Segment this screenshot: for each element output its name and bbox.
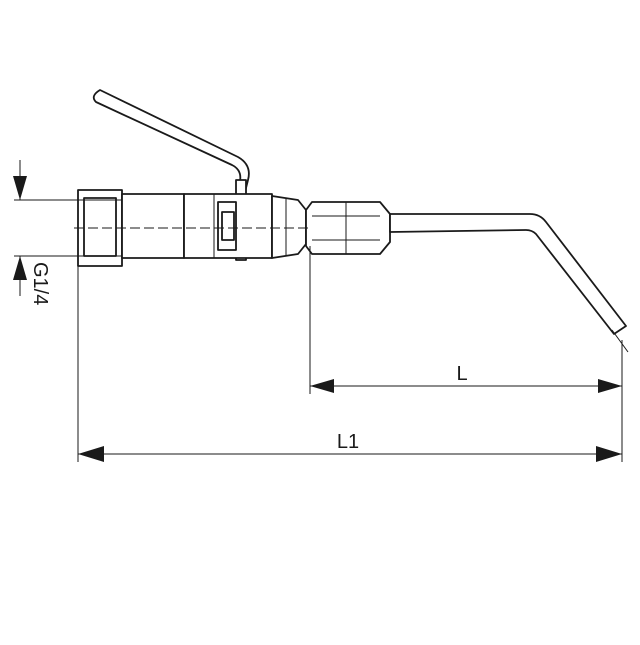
length-dimension: L [310,363,622,393]
bent-tube [389,213,629,353]
arrow-left-icon [310,379,334,393]
arrow-up-icon [13,256,27,280]
valve-body [121,193,273,259]
length-label: L [456,363,467,385]
hex-nut-right [305,201,391,255]
arrow-right-icon [598,379,622,393]
arrow-left-icon [78,446,104,462]
taper-connector [271,195,307,259]
thread-dimension: G1/4 [13,160,51,305]
arrow-right-icon [596,446,622,462]
thread-label: G1/4 [29,262,51,305]
total-length-dimension: L1 [78,431,622,462]
total-length-label: L1 [337,431,359,453]
hex-nut-left [77,189,123,267]
arrow-down-icon [13,176,27,200]
